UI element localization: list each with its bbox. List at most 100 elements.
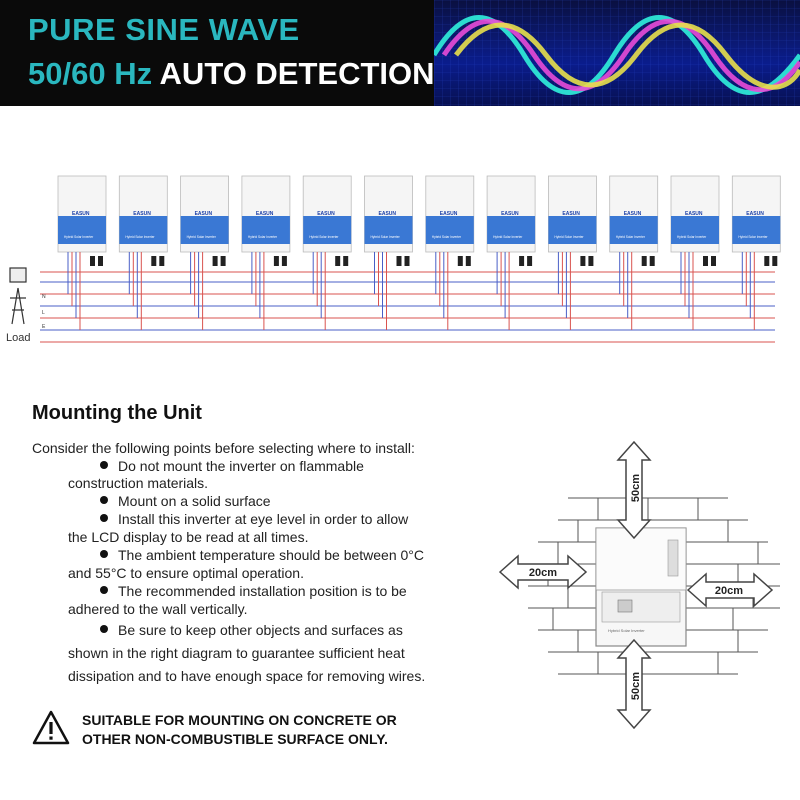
inverter-panel bbox=[364, 216, 413, 244]
mounting-item: adhered to the wall vertically. bbox=[68, 601, 248, 617]
inverter-panel bbox=[732, 216, 781, 244]
connector-icon bbox=[580, 256, 586, 266]
mounting-intro: Consider the following points before sel… bbox=[32, 440, 415, 456]
inverter-model-label: Hybrid Solar Inverter bbox=[187, 235, 217, 239]
inverter-model-label: Hybrid Solar Inverter bbox=[125, 235, 155, 239]
connector-icon bbox=[343, 256, 349, 266]
bullet-icon bbox=[100, 625, 108, 633]
sine-wave-icon bbox=[431, 0, 800, 106]
bottom-clearance-label: 50cm bbox=[630, 672, 642, 700]
inverter-model-label: Hybrid Solar Inverter bbox=[64, 235, 94, 239]
connector-icon bbox=[649, 256, 655, 266]
connector-icon bbox=[90, 256, 95, 266]
inverter-model-label: Hybrid Solar Inverter bbox=[608, 628, 645, 633]
inverter-brand-label: EASUN bbox=[195, 211, 213, 217]
inverter-unit: Hybrid Solar Inverter bbox=[595, 527, 687, 647]
inverter-panel bbox=[58, 216, 106, 244]
auto-detection-label: AUTO DETECTION bbox=[159, 56, 435, 91]
connector-icon bbox=[457, 256, 463, 266]
mounting-item: The recommended installation position is… bbox=[100, 583, 407, 600]
connector-icon bbox=[281, 256, 287, 266]
warning-text: SUITABLE FOR MOUNTING ON CONCRETE OR OTH… bbox=[82, 712, 397, 747]
connector-icon bbox=[335, 256, 341, 266]
mounting-item: the LCD display to be read at all times. bbox=[68, 529, 309, 545]
inverter-brand-label: EASUN bbox=[133, 211, 151, 217]
connector-icon bbox=[159, 256, 165, 266]
line-label: L bbox=[42, 310, 45, 316]
inverter-model-label: Hybrid Solar Inverter bbox=[493, 235, 523, 239]
mounting-item: Mount on a solid surface bbox=[100, 493, 271, 510]
grid-tower-icon bbox=[10, 287, 26, 325]
bottom-clearance-arrow: 50cm bbox=[616, 638, 652, 730]
left-clearance-label: 20cm bbox=[529, 567, 557, 579]
inverter-brand-label: EASUN bbox=[440, 211, 458, 217]
connector-icon bbox=[273, 256, 279, 266]
connector-icon bbox=[220, 256, 226, 266]
mounting-item: shown in the right diagram to guarantee … bbox=[68, 645, 405, 661]
mounting-item: dissipation and to have enough space for… bbox=[68, 668, 426, 684]
bullet-icon bbox=[100, 514, 108, 522]
bullet-icon bbox=[100, 586, 108, 594]
bullet-icon bbox=[100, 496, 108, 504]
frequency-label: 50/60 Hz bbox=[28, 56, 153, 91]
inverter-panel bbox=[671, 216, 719, 244]
earth-label: E bbox=[42, 324, 46, 330]
sine-wave-graphic bbox=[431, 0, 800, 106]
banner: PURE SINE WAVE 50/60 Hz AUTO DETECTION bbox=[0, 0, 800, 106]
connector-icon bbox=[519, 256, 525, 266]
banner-text-area bbox=[0, 0, 434, 106]
top-clearance-arrow: 50cm bbox=[616, 440, 652, 540]
connector-icon bbox=[641, 256, 647, 266]
mounting-title: Mounting the Unit bbox=[32, 402, 202, 424]
inverter-panel bbox=[487, 216, 536, 244]
inverter-panel bbox=[609, 216, 658, 244]
inverter-panel bbox=[303, 216, 352, 244]
neutral-label: N bbox=[42, 294, 46, 300]
inverter-brand-label: EASUN bbox=[256, 211, 274, 217]
inverter-model-label: Hybrid Solar Inverter bbox=[677, 235, 707, 239]
clearance-diagram: Hybrid Solar Inverter 50cm 50cm 20cm 20c… bbox=[498, 440, 780, 730]
mounting-item: Install this inverter at eye level in or… bbox=[100, 511, 408, 528]
mounting-item: Be sure to keep other objects and surfac… bbox=[100, 622, 403, 639]
load-label: Load bbox=[6, 332, 30, 344]
right-clearance-arrow: 20cm bbox=[686, 572, 774, 608]
inverter-brand-label: EASUN bbox=[379, 211, 397, 217]
inverter-model-label: Hybrid Solar Inverter bbox=[248, 235, 278, 239]
connector-icon bbox=[396, 256, 402, 266]
banner-subtitle: 50/60 Hz AUTO DETECTION bbox=[28, 56, 435, 92]
connector-icon bbox=[465, 256, 471, 266]
mounting-item: construction materials. bbox=[68, 475, 209, 491]
inverter-panel bbox=[119, 216, 168, 244]
warning-triangle-icon bbox=[32, 710, 70, 745]
inverter-model-label: Hybrid Solar Inverter bbox=[432, 235, 462, 239]
connector-icon bbox=[711, 256, 716, 266]
connector-icon bbox=[151, 256, 157, 266]
left-clearance-arrow: 20cm bbox=[498, 554, 588, 590]
parallel-wiring-diagram: EASUN Hybrid Solar Inverter EASUN Hybrid So… bbox=[6, 175, 781, 344]
inverter-model-label: Hybrid Solar Inverter bbox=[554, 235, 584, 239]
mounting-item: The ambient temperature should be betwee… bbox=[100, 547, 424, 564]
inverter-panel bbox=[241, 216, 290, 244]
top-clearance-label: 50cm bbox=[630, 474, 642, 502]
inverter-panel bbox=[180, 216, 229, 244]
inverter-model-label: Hybrid Solar Inverter bbox=[738, 235, 768, 239]
bullet-icon bbox=[100, 461, 108, 469]
inverter-panel bbox=[548, 216, 597, 244]
banner-title: PURE SINE WAVE bbox=[28, 12, 300, 47]
connector-icon bbox=[588, 256, 594, 266]
inverter-model-label: Hybrid Solar Inverter bbox=[371, 235, 401, 239]
connector-icon bbox=[527, 256, 533, 266]
bullet-icon bbox=[100, 550, 108, 558]
inverter-brand-label: EASUN bbox=[624, 211, 642, 217]
connector-icon bbox=[764, 256, 770, 266]
mounting-item: and 55°C to ensure optimal operation. bbox=[68, 565, 304, 581]
connector-icon bbox=[772, 256, 778, 266]
mounting-item: Do not mount the inverter on flammable bbox=[100, 458, 364, 475]
connector-icon bbox=[212, 256, 218, 266]
inverter-model-label: Hybrid Solar Inverter bbox=[616, 235, 646, 239]
inverter-brand-label: EASUN bbox=[562, 211, 580, 217]
connector-icon bbox=[98, 256, 103, 266]
connector-icon bbox=[703, 256, 708, 266]
inverter-model-label: Hybrid Solar Inverter bbox=[309, 235, 339, 239]
right-clearance-label: 20cm bbox=[715, 585, 743, 597]
